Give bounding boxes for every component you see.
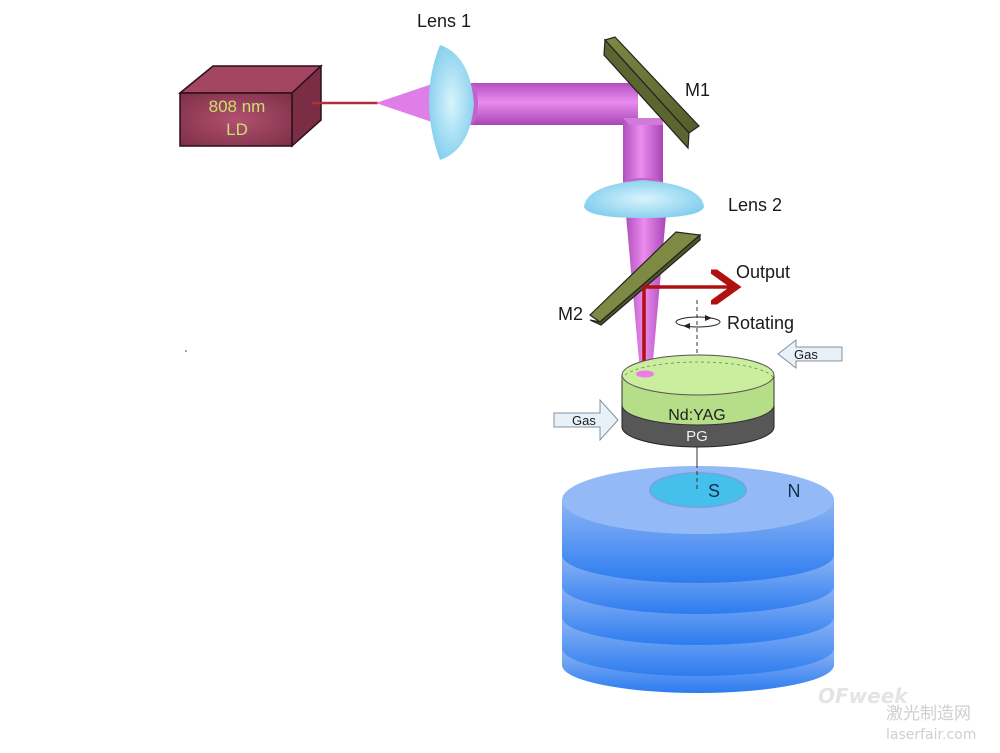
laser-diode-box: 808 nm LD [177,64,323,148]
output-beam [642,287,732,372]
lens-2 [584,180,704,218]
watermark-cn: 激光制造网 [886,704,971,724]
gas-arrow-left: Gas [553,398,619,442]
lens-1 [429,45,474,160]
mirror-m1 [603,36,700,150]
magnet-north-label: N [788,481,801,501]
rotation-arrow-icon [675,315,721,329]
watermark: OFweek 激光制造网 laserfair.com [818,684,976,743]
watermark-brand: OFweek [818,684,909,708]
mirror-m1-label: M1 [685,80,710,100]
mirror-m2 [589,231,702,326]
heatsink-label: PG [686,428,708,445]
pump-cone-1 [376,84,432,122]
magnet-south-label: S [708,481,720,501]
mirror-m2-label: M2 [558,304,583,324]
lens-2-label: Lens 2 [728,195,782,215]
ld-label-name: LD [226,120,248,139]
lens-1-label: Lens 1 [417,11,471,31]
rotating-label: Rotating [727,313,794,333]
ld-label-wavelength: 808 nm [209,97,266,116]
magnet-stack [562,466,834,693]
watermark-url: laserfair.com [886,727,976,743]
output-label: Output [736,262,790,282]
pump-beam-horizontal [468,83,638,125]
crystal-label: Nd:YAG [668,407,726,424]
gain-disk [621,354,775,448]
pump-beam-vertical [623,118,663,188]
gas-arrow-right: Gas [777,338,843,370]
gas-right-label: Gas [794,347,818,362]
gas-left-label: Gas [572,413,596,428]
